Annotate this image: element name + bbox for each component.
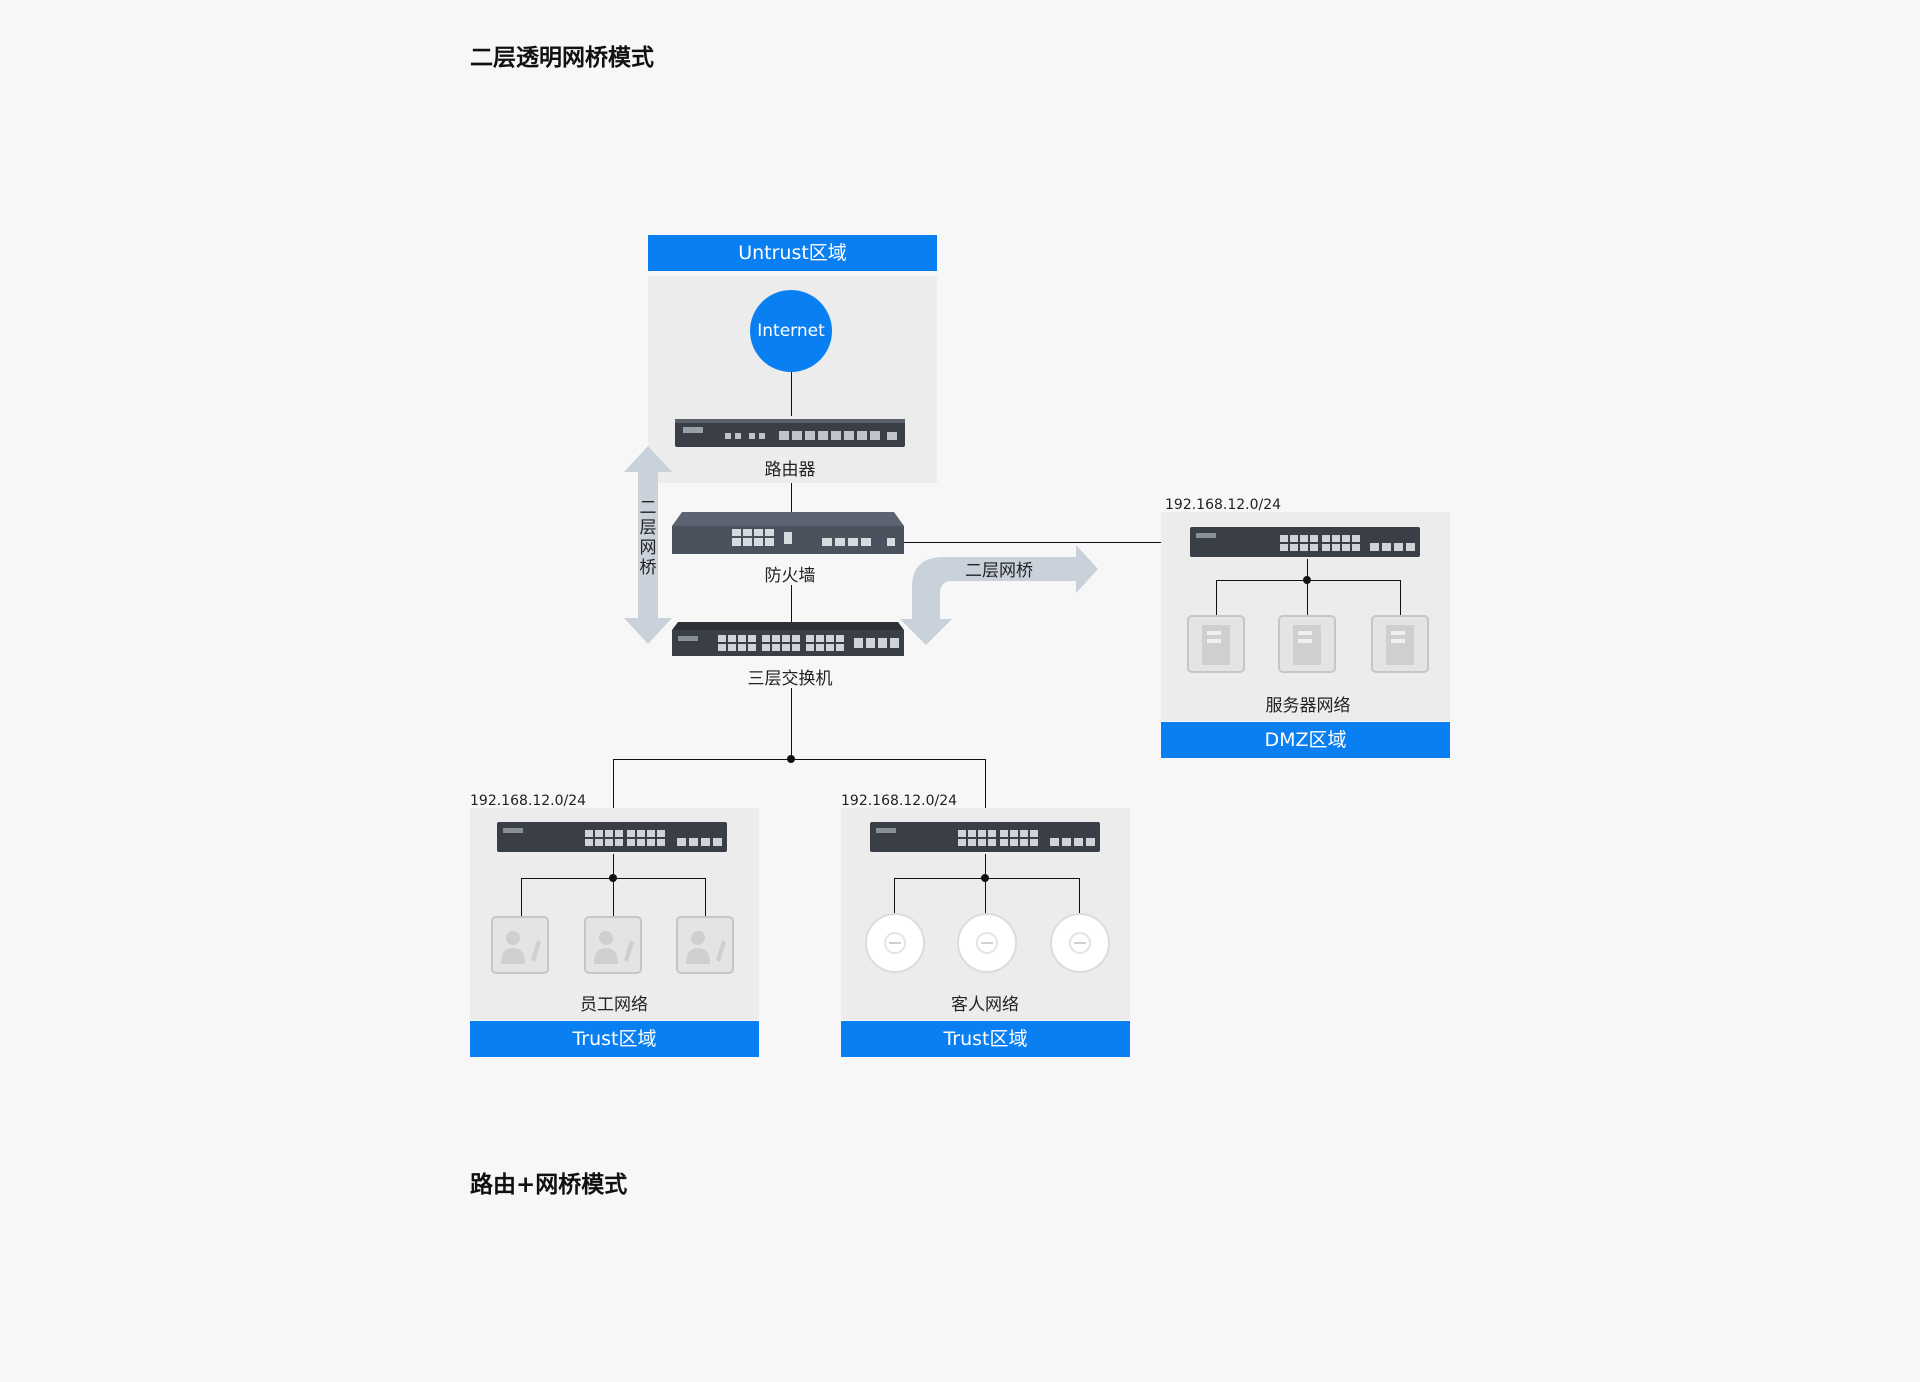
staff-zone-bar: Trust区域 [470,1021,759,1057]
vertical-bridge-char: 网 [639,538,657,558]
staff-tree-branch [705,878,706,918]
internet-node: Internet [750,290,832,372]
server-icon [1371,615,1429,673]
vertical-bridge-char: 二 [639,498,657,518]
dmz-tree-trunk [1307,559,1308,580]
link-to-guest-switch [985,759,986,819]
link-l3switch-trust-trunk [791,688,792,760]
staff-switch-device-icon [497,822,727,852]
l3-switch-label: 三层交换机 [747,669,833,689]
guest-tree-bar [894,878,1080,879]
section-title-route-bridge: 路由+网桥模式 [470,1172,628,1198]
dmz-switch-device-icon [1190,527,1420,557]
link-router-firewall [791,483,792,513]
staff-network-label: 员工网络 [580,995,648,1015]
staff-subnet-label: 192.168.12.0/24 [470,793,587,809]
horizontal-bridge-label: 二层网桥 [965,561,1033,581]
horizontal-bridge-arrow-icon [900,545,1098,645]
vertical-bridge-char: 桥 [639,558,657,578]
vertical-bridge-char: 层 [639,518,657,538]
wireless-ap-icon [957,913,1017,973]
server-icon [1278,615,1336,673]
dmz-tree-branch [1307,580,1308,615]
wireless-ap-icon [1050,913,1110,973]
vertical-bridge-label: 二 层 网 桥 [638,498,658,578]
dmz-tree-branch [1216,580,1217,615]
guest-tree-branch [985,878,986,914]
link-internet-router [791,372,792,416]
section-title-transparent-bridge: 二层透明网桥模式 [470,45,654,71]
untrust-zone-bar: Untrust区域 [648,235,937,271]
guest-network-label: 客人网络 [951,995,1019,1015]
guest-subnet-label: 192.168.12.0/24 [841,793,958,809]
dmz-zone-bar: DMZ区域 [1161,722,1450,758]
link-firewall-dmz [904,542,1184,543]
vertical-bridge-arrow-icon [624,446,672,644]
dmz-subnet-label: 192.168.12.0/24 [1165,497,1282,513]
trust-distribution-bar [613,759,986,760]
link-to-staff-switch [613,759,614,819]
server-icon [1187,615,1245,673]
link-firewall-l3switch [791,585,792,625]
dmz-tree-bar [1216,580,1401,581]
guest-tree-branch [1079,878,1080,914]
guest-tree-branch [894,878,895,914]
staff-tree-branch [613,878,614,918]
guest-switch-device-icon [870,822,1100,852]
user-pc-icon [584,916,642,974]
router-device-icon [675,419,905,447]
staff-tree-trunk [613,854,614,878]
user-pc-icon [676,916,734,974]
staff-tree-branch [521,878,522,918]
l3-switch-device-icon [672,622,904,656]
router-label: 路由器 [764,460,816,480]
server-network-label: 服务器网络 [1265,696,1351,716]
dmz-tree-branch [1400,580,1401,615]
guest-tree-trunk [985,854,986,878]
firewall-device-icon [672,512,904,554]
wireless-ap-icon [865,913,925,973]
firewall-label: 防火墙 [764,566,816,586]
guest-zone-bar: Trust区域 [841,1021,1130,1057]
user-pc-icon [491,916,549,974]
